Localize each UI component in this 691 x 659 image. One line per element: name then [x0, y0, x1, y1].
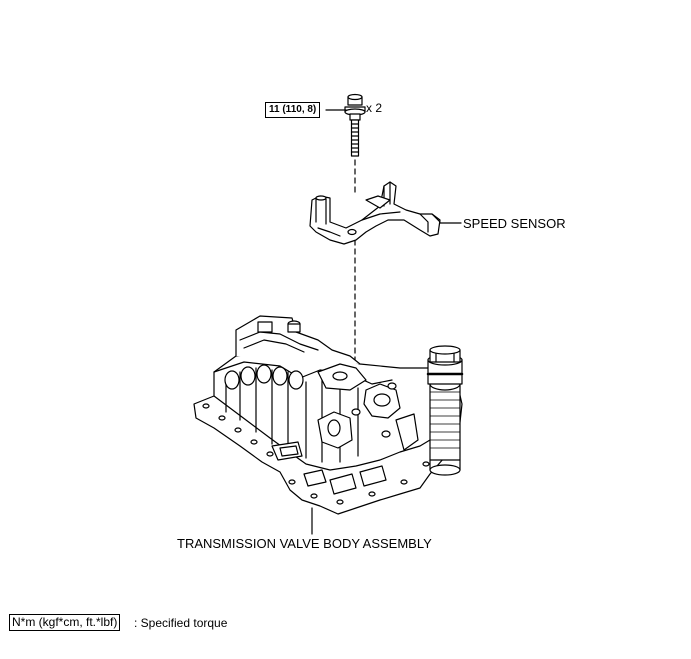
- torque-spec-label: 11 (110, 8): [265, 102, 321, 118]
- bolt-quantity-label: x 2: [366, 101, 383, 115]
- bolt: [344, 93, 366, 157]
- torque-unit-box: N*m (kgf*cm, ft.*lbf): [9, 614, 121, 631]
- speed-sensor-part: [309, 181, 441, 245]
- torque-legend-text: : Specified torque: [134, 616, 228, 630]
- solenoid-connector: [426, 345, 464, 476]
- speed-sensor-label: SPEED SENSOR: [463, 216, 566, 231]
- valve-body-detail: [202, 320, 452, 505]
- valve-body-label: TRANSMISSION VALVE BODY ASSEMBLY: [177, 536, 432, 551]
